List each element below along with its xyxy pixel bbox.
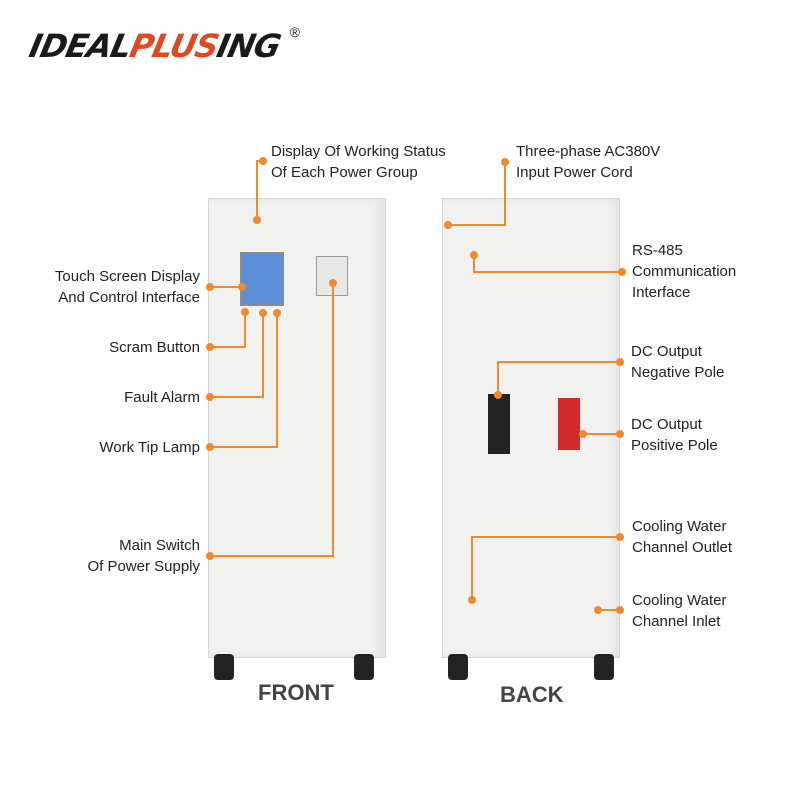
label-line: Of Power Supply <box>87 558 200 575</box>
label-line: Channel Inlet <box>632 613 721 630</box>
label-line: Cooling Water <box>632 592 727 609</box>
label-line: And Control Interface <box>58 289 200 306</box>
label-line: Three-phase AC380V <box>516 143 661 160</box>
label-line: Channel Outlet <box>632 539 733 556</box>
label-scram-button: Scram Button <box>109 339 200 356</box>
back-title: BACK <box>500 682 564 707</box>
registered-mark: ® <box>289 24 300 40</box>
label-line: Main Switch <box>119 537 200 554</box>
label-line: Positive Pole <box>631 437 718 454</box>
label-line: Cooling Water <box>632 518 727 535</box>
label-power-cord: Three-phase AC380V Input Power Cord <box>516 141 660 183</box>
label-line: Display Of Working Status <box>271 143 446 160</box>
positive-terminal <box>558 398 580 450</box>
label-working-status: Display Of Working Status Of Each Power G… <box>271 141 446 183</box>
label-main-switch: Main Switch Of Power Supply <box>87 535 200 577</box>
label-line: Input Power Cord <box>516 164 633 181</box>
front-wheel-left <box>214 654 234 680</box>
front-wheel-right <box>354 654 374 680</box>
label-line: DC Output <box>631 416 702 433</box>
negative-terminal <box>488 394 510 454</box>
label-fault-alarm: Fault Alarm <box>124 389 200 406</box>
brand-header: IDEALPLUSING ® <box>26 24 300 68</box>
front-title: FRONT <box>258 680 334 705</box>
label-line: DC Output <box>631 343 702 360</box>
label-work-tip-lamp: Work Tip Lamp <box>99 439 200 456</box>
label-line: Of Each Power Group <box>271 164 418 181</box>
back-wheel-left <box>448 654 468 680</box>
label-line: Interface <box>632 284 691 301</box>
label-line: RS-485 <box>632 242 683 259</box>
back-wheel-right <box>594 654 614 680</box>
label-line: Negative Pole <box>631 364 725 381</box>
label-line: Communication <box>632 263 737 280</box>
front-cabinet <box>208 198 386 658</box>
touch-screen <box>240 252 284 306</box>
label-line: Touch Screen Display <box>54 268 200 285</box>
